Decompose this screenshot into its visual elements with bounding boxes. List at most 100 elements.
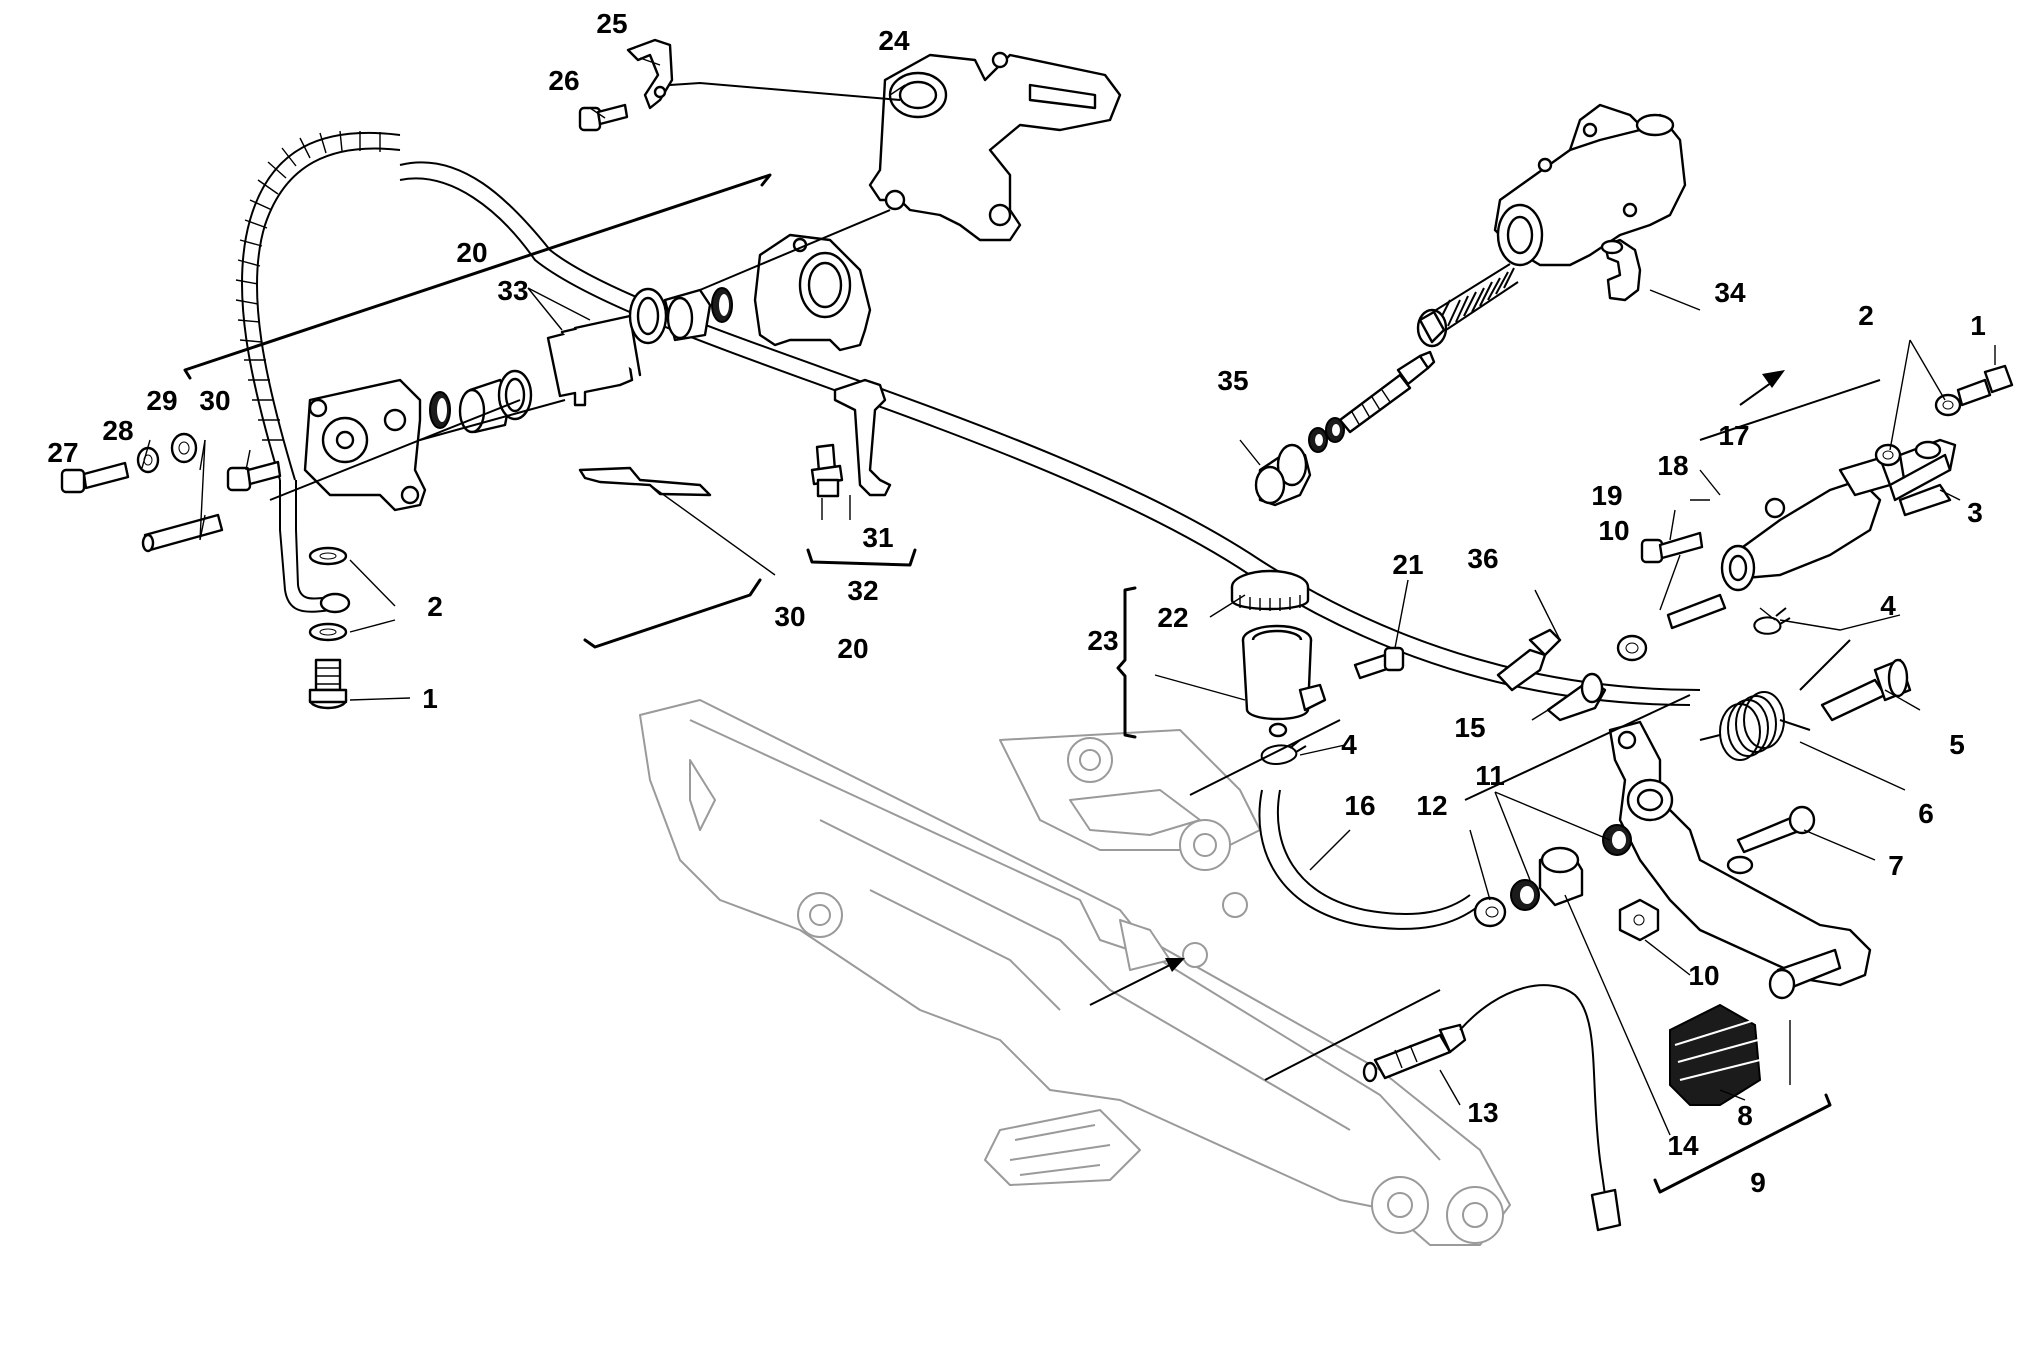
pushrod-screw (1640, 531, 1704, 564)
caliper-pad-pin (141, 513, 224, 553)
pedal-pivot-bolt (1820, 658, 1912, 722)
leader-lines (141, 57, 1996, 1136)
callout-20: 20 (456, 237, 487, 268)
banjo-bolt (308, 658, 348, 710)
caliper-washer (136, 446, 160, 474)
callout-5: 5 (1949, 729, 1965, 760)
callout-13: 13 (1467, 1097, 1498, 1128)
callout-labels: 1 1 2 2 3 4 4 5 6 7 8 9 10 10 11 12 13 1… (47, 8, 1985, 1198)
brake-hose-coiled (235, 130, 401, 614)
adjuster-nut (1616, 634, 1648, 662)
fork-bolt (1956, 364, 2014, 407)
pushrod-shaft (1666, 593, 1727, 630)
callout-29: 29 (146, 385, 177, 416)
callout-9: 9 (1750, 1167, 1766, 1198)
caliper-seal-ring (429, 391, 451, 429)
callout-25: 25 (596, 8, 627, 39)
brake-pads (546, 314, 642, 407)
hose-clamp (1260, 607, 1791, 766)
caliper-piston-2 (663, 288, 712, 342)
caliper-pin-screw (226, 460, 282, 492)
master-cylinder-body (1493, 103, 1687, 267)
reservoir-screw (1353, 646, 1405, 680)
callout-8: 8 (1737, 1100, 1753, 1131)
brake-pedal-lever (1608, 720, 1872, 987)
piston-ring-seals (1308, 417, 1345, 453)
callout-34: 34 (1714, 277, 1746, 308)
callout-10: 10 (1598, 515, 1629, 546)
stop-light-switch (1362, 984, 1622, 1232)
callout-2: 2 (1858, 300, 1874, 331)
arrow-icon (1089, 370, 1785, 1006)
callout-27: 27 (47, 437, 78, 468)
clevis-clip (1496, 628, 1562, 692)
caliper-piston-ring (497, 369, 533, 421)
caliper-bleeder-screw (810, 443, 844, 498)
master-cylinder-spring-seat (1416, 308, 1448, 348)
pedal-bushing (1538, 846, 1584, 907)
master-cylinder-piston (1338, 350, 1436, 434)
caliper-piston-ring-2 (628, 287, 668, 345)
callout-1: 1 (1970, 310, 1986, 341)
caliper-spacer (170, 432, 198, 464)
bushing-seals (1510, 824, 1632, 911)
callout-14: 14 (1667, 1130, 1699, 1161)
callout-4: 4 (1341, 729, 1357, 760)
callout-22: 22 (1157, 602, 1188, 633)
brake-hose-long (399, 161, 1701, 691)
callout-30: 30 (199, 385, 230, 416)
pad-retaining-spring (578, 466, 712, 497)
callout-10: 10 (1688, 960, 1719, 991)
callout-28: 28 (102, 415, 133, 446)
callout-32: 32 (847, 575, 878, 606)
caliper-bracket (868, 51, 1122, 242)
callout-3: 3 (1967, 497, 1983, 528)
callout-6: 6 (1918, 798, 1934, 829)
master-cylinder-pushrod-assembly (1720, 456, 1892, 592)
callout-2: 2 (427, 591, 443, 622)
brake-caliper-half (753, 233, 872, 352)
master-cylinder-hose-fitting (1600, 238, 1642, 302)
master-cylinder-spring (1435, 263, 1519, 331)
callout-18: 18 (1657, 450, 1688, 481)
reservoir-hose (1258, 789, 1481, 930)
reservoir-cap (1230, 569, 1310, 611)
callout-26: 26 (548, 65, 579, 96)
callout-20: 20 (837, 633, 868, 664)
group-braces (183, 173, 1832, 1194)
callout-15: 15 (1454, 712, 1485, 743)
callout-7: 7 (1888, 850, 1904, 881)
reservoir-body (1241, 624, 1327, 738)
pedal-nut (1618, 898, 1660, 942)
callout-1: 1 (422, 683, 438, 714)
callout-24: 24 (878, 25, 910, 56)
brake-caliper (303, 378, 427, 512)
callout-35: 35 (1217, 365, 1248, 396)
fork-pin-rod (1888, 453, 1952, 502)
callout-36: 36 (1467, 543, 1498, 574)
clevis-link (1546, 672, 1607, 722)
callout-11: 11 (1475, 760, 1505, 791)
pedal-rubber (1669, 1003, 1762, 1106)
callout-30: 30 (774, 601, 805, 632)
callout-31: 31 (862, 522, 893, 553)
callout-23: 23 (1087, 625, 1118, 656)
hose-guide-clip (626, 38, 674, 110)
caliper-bolt (833, 378, 892, 497)
callout-21: 21 (1392, 549, 1423, 580)
pushrod-washer (1874, 393, 1962, 467)
callout-33: 33 (497, 275, 528, 306)
pedal-stop-screw (1736, 805, 1816, 854)
pedal-return-spring (1699, 691, 1811, 761)
callout-4: 4 (1880, 590, 1896, 621)
footpeg-bracket-frame (639, 699, 1511, 1246)
banjo-washer (308, 546, 348, 642)
master-cylinder-dust-boot (1254, 443, 1312, 507)
callout-16: 16 (1344, 790, 1375, 821)
callout-17: 17 (1718, 420, 1749, 451)
pedal-washer (1473, 896, 1507, 928)
caliper-mounting-screw (60, 461, 130, 494)
callout-19: 19 (1591, 480, 1622, 511)
callout-12: 12 (1416, 790, 1447, 821)
